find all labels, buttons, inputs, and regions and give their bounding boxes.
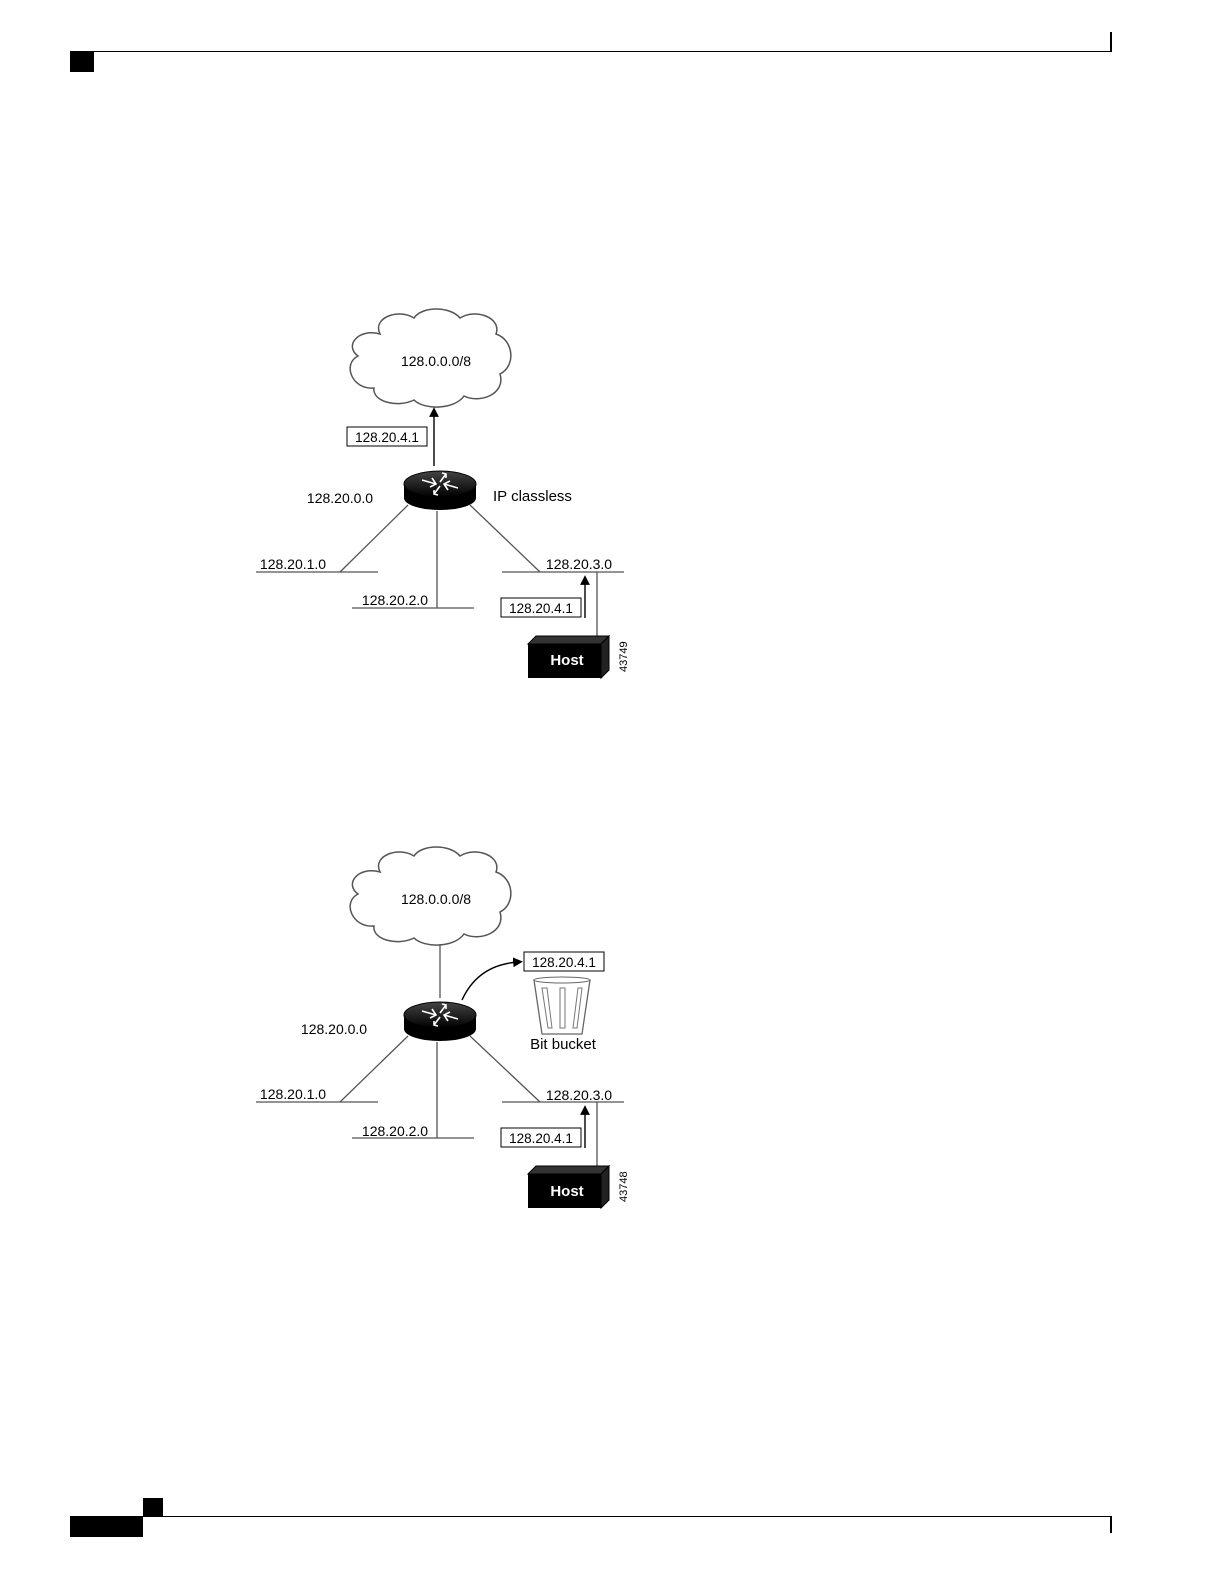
subnet-1-label: 128.20.1.0 [260, 556, 326, 572]
bit-bucket-icon [534, 977, 590, 1034]
bit-bucket-label: Bit bucket [530, 1036, 597, 1053]
subnet-3-label: 128.20.3.0 [546, 1087, 612, 1103]
discard-arrow [462, 962, 518, 1000]
cloud-label: 128.0.0.0/8 [401, 891, 471, 907]
host-label: Host [550, 652, 583, 669]
footer-right-tick [1110, 1517, 1112, 1533]
host-packet-label: 128.20.4.1 [509, 601, 573, 616]
figure-id: 43749 [618, 641, 630, 672]
link-to-subnet-1 [340, 505, 408, 572]
header-right-tick [1110, 32, 1112, 52]
footer-small-block [143, 1498, 163, 1516]
host-packet-label: 128.20.4.1 [509, 1131, 573, 1146]
packet-up-label: 128.20.4.1 [355, 430, 419, 445]
figure-id: 43748 [618, 1171, 630, 1202]
header-rule [70, 51, 1112, 52]
subnet-2-label: 128.20.2.0 [362, 1123, 428, 1139]
footer-large-block [70, 1517, 143, 1537]
bit-bucket-diagram: 128.0.0.0/8 128.20.4.1 Bit bucket 128.20… [240, 838, 640, 1220]
router-mode-label: IP classless [493, 488, 572, 505]
ip-classless-diagram: 128.0.0.0/8 128.20.4.1 128.20.0.0 IP cla… [240, 300, 640, 690]
router-network-label: 128.20.0.0 [301, 1021, 367, 1037]
footer-rule [70, 1516, 1112, 1517]
subnet-3-label: 128.20.3.0 [546, 556, 612, 572]
header-corner-block [70, 52, 94, 72]
discarded-packet-label: 128.20.4.1 [532, 955, 596, 970]
subnet-1-label: 128.20.1.0 [260, 1086, 326, 1102]
host-label: Host [550, 1183, 583, 1200]
router-icon [404, 471, 476, 510]
router-network-label: 128.20.0.0 [307, 490, 373, 506]
cloud-label: 128.0.0.0/8 [401, 353, 471, 369]
link-to-subnet-1 [340, 1036, 408, 1102]
subnet-2-label: 128.20.2.0 [362, 592, 428, 608]
link-to-subnet-3 [470, 505, 540, 572]
router-icon [404, 1002, 476, 1041]
